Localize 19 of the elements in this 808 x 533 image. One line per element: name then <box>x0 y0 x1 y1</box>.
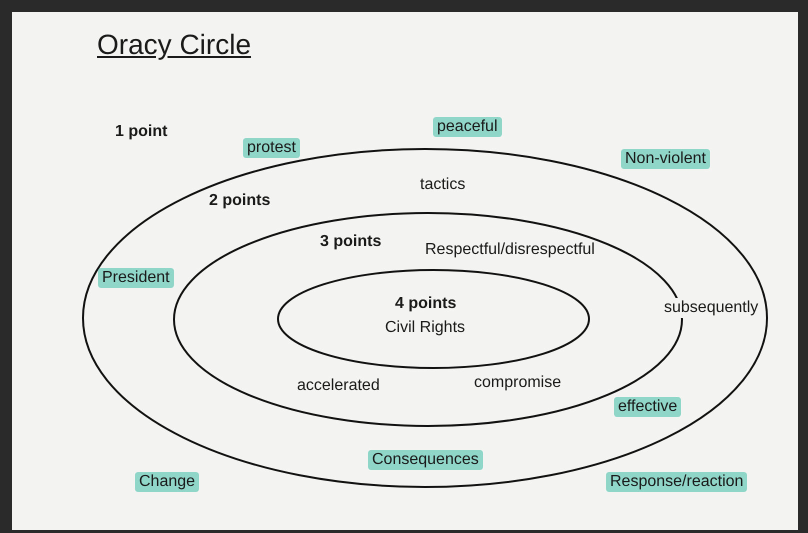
highlighted-word: Change <box>135 472 200 492</box>
title: Oracy Circle <box>97 28 252 62</box>
keyword: accelerated <box>297 376 380 396</box>
keyword: Respectful/disrespectful <box>425 240 595 260</box>
points-label: 3 points <box>320 232 382 252</box>
points-label: 4 points <box>395 294 456 314</box>
keyword: Civil Rights <box>385 318 466 338</box>
points-label: 2 points <box>209 191 270 211</box>
points-label: 1 point <box>115 122 168 142</box>
highlighted-word: Non-violent <box>621 149 710 169</box>
highlighted-word: peaceful <box>433 117 502 137</box>
keyword: subsequently <box>664 298 758 318</box>
highlighted-word: protest <box>243 138 300 158</box>
highlighted-word: Response/reaction <box>606 472 748 492</box>
highlighted-word: Consequences <box>368 450 483 470</box>
keyword: tactics <box>420 175 466 195</box>
highlighted-word: President <box>98 268 174 288</box>
keyword: compromise <box>474 373 562 393</box>
highlighted-word: effective <box>614 397 682 417</box>
